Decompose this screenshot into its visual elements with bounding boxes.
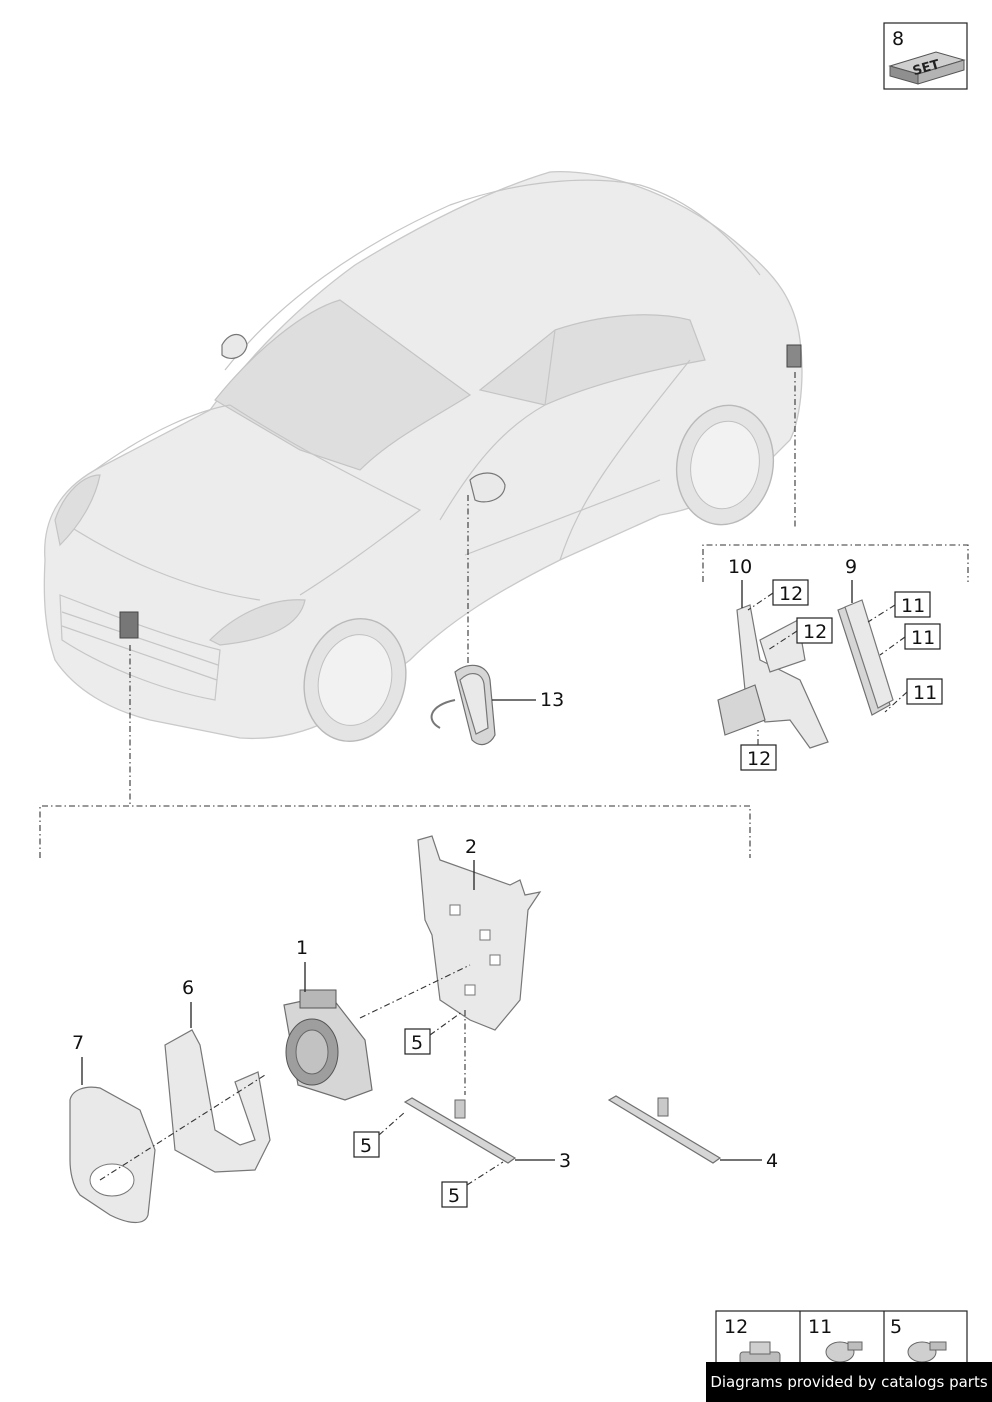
front-radar-group: 2 1 6 7 3	[39, 645, 778, 1224]
callout-6: 6	[182, 977, 194, 999]
bracket-part-2	[417, 835, 542, 1031]
ref-box-5: 5	[353, 1131, 380, 1158]
vehicle-illustration	[43, 171, 803, 742]
svg-text:5: 5	[360, 1135, 372, 1157]
rail-part-4	[607, 1095, 722, 1164]
set-box: 8 SET	[883, 22, 968, 90]
svg-text:5: 5	[448, 1185, 460, 1207]
mirror-sensor-part-13: 13	[430, 495, 564, 746]
attribution-footer: Diagrams provided by catalogs parts	[706, 1362, 992, 1402]
svg-text:11: 11	[913, 682, 937, 704]
callout-1: 1	[296, 937, 308, 959]
ref-box-11: 11	[894, 591, 931, 618]
svg-text:5: 5	[411, 1032, 423, 1054]
callout-10: 10	[728, 556, 752, 578]
callout-3: 3	[559, 1150, 571, 1172]
control-module-part-9	[837, 599, 894, 716]
attribution-text: Diagrams provided by catalogs parts	[710, 1373, 988, 1391]
set-box-number: 8	[892, 28, 904, 50]
legend-number: 5	[890, 1316, 902, 1338]
screw-icon	[825, 1341, 863, 1363]
bracket-part-6	[164, 1029, 271, 1173]
ref-box-11: 11	[906, 678, 943, 705]
legend-number: 11	[808, 1316, 832, 1338]
nut-icon	[739, 1341, 781, 1365]
trim-cover-part-7	[69, 1086, 156, 1224]
svg-text:11: 11	[911, 627, 935, 649]
callout-7: 7	[72, 1032, 84, 1054]
rear-sensor-group: 10 9 12 12 12 11 11	[702, 372, 969, 771]
ref-box-12: 12	[796, 617, 833, 644]
ref-box-11: 11	[904, 623, 941, 650]
legend-number: 12	[724, 1316, 748, 1338]
ref-box-12: 12	[740, 744, 777, 771]
rail-part-3	[403, 1097, 517, 1164]
set-icon: SET	[888, 51, 966, 85]
svg-text:11: 11	[901, 595, 925, 617]
ref-box-12: 12	[772, 579, 809, 606]
screw-icon	[907, 1341, 947, 1363]
ref-box-5: 5	[404, 1028, 431, 1055]
callout-9: 9	[845, 556, 857, 578]
svg-text:12: 12	[747, 748, 771, 770]
callout-2: 2	[465, 836, 477, 858]
svg-text:12: 12	[803, 621, 827, 643]
radar-sensor-part-1	[283, 989, 373, 1101]
set-icon-label: SET	[911, 57, 941, 79]
ref-box-5: 5	[441, 1181, 468, 1208]
svg-text:12: 12	[779, 583, 803, 605]
callout-4: 4	[766, 1150, 778, 1172]
callout-13: 13	[540, 689, 564, 711]
